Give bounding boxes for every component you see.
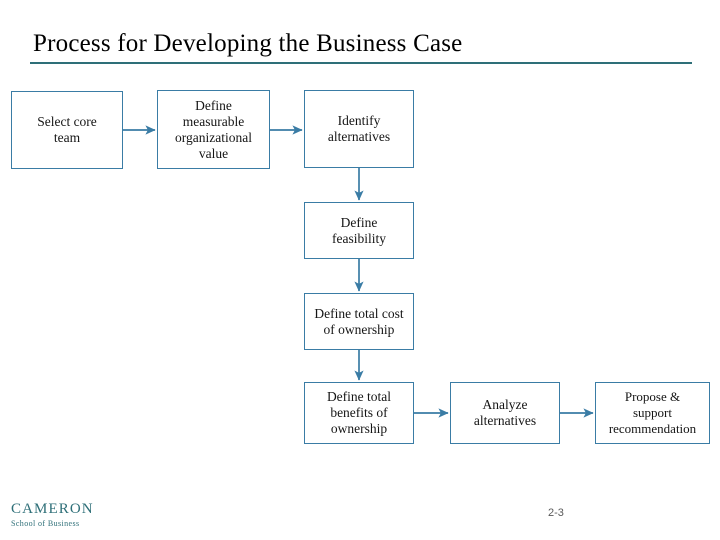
flow-node-label: Define total benefits of ownership [326, 389, 392, 436]
flow-node-label: Define measurable organizational value [175, 97, 252, 161]
flow-node-define-total-benefits[interactable]: Define total benefits of ownership [304, 382, 414, 444]
flow-node-label: Define total cost of ownership [314, 305, 404, 337]
flow-node-define-measurable-value[interactable]: Define measurable organizational value [157, 90, 270, 169]
flow-node-label: Select core team [37, 114, 97, 145]
flow-node-define-total-cost[interactable]: Define total cost of ownership [304, 293, 414, 350]
logo-wordmark: CAMERON [11, 501, 94, 517]
flow-node-define-feasibility[interactable]: Define feasibility [304, 202, 414, 259]
flow-node-identify-alternatives[interactable]: Identify alternatives [304, 90, 414, 168]
flow-node-analyze-alternatives[interactable]: Analyze alternatives [450, 382, 560, 444]
cameron-school-of-business-logo: CAMERON School of Business [11, 502, 131, 532]
flow-node-label: Identify alternatives [327, 113, 391, 144]
page-number: 2-3 [548, 507, 564, 519]
flow-node-propose-support[interactable]: Propose & support recommendation [595, 382, 710, 444]
flow-node-label: Propose & support recommendation [608, 389, 697, 436]
flow-node-select-core-team[interactable]: Select core team [11, 91, 123, 169]
flow-node-label: Analyze alternatives [473, 397, 537, 428]
logo-tagline: School of Business [11, 519, 80, 528]
title-underline-rule [30, 62, 692, 64]
page-title: Process for Developing the Business Case [33, 30, 463, 57]
flow-node-label: Define feasibility [332, 214, 386, 246]
